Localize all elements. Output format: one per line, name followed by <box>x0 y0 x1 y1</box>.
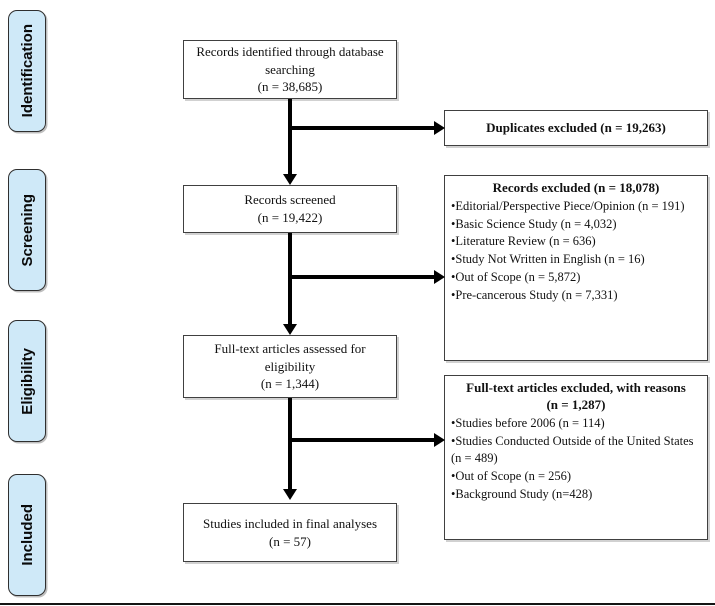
arrow-fulltext-to-included-line <box>288 398 292 489</box>
arrow-screened-to-fulltext-head <box>283 324 297 335</box>
duplicates-excluded-title: Duplicates excluded (n = 19,263) <box>486 119 666 135</box>
arrow-to-records-excluded-line <box>290 275 435 279</box>
records-excluded-item: •Study Not Written in English (n = 16) <box>451 252 645 267</box>
arrow-to-records-excluded-head <box>434 270 445 284</box>
records-excluded-item: •Literature Review (n = 636) <box>451 234 596 249</box>
fulltext-excluded-item: •Background Study (n=428) <box>451 486 593 501</box>
box-duplicates-excluded: Duplicates excluded (n = 19,263) <box>444 110 708 146</box>
box-fulltext-excluded: Full-text articles excluded, with reason… <box>444 375 708 540</box>
box-records-screened: Records screened (n = 19,422) <box>183 185 397 233</box>
records-excluded-item: •Basic Science Study (n = 4,032) <box>451 216 617 231</box>
fulltext-excluded-title: Full-text articles excluded, with reason… <box>466 380 686 412</box>
arrow-fulltext-to-included-head <box>283 489 297 500</box>
arrow-to-duplicates-head <box>434 121 445 135</box>
box-records-excluded: Records excluded (n = 18,078) •Editorial… <box>444 175 708 361</box>
records-excluded-item: •Editorial/Perspective Piece/Opinion (n … <box>451 198 685 213</box>
fulltext-excluded-item: •Studies before 2006 (n = 114) <box>451 415 605 430</box>
stage-identification: Identification <box>8 10 46 132</box>
arrow-to-duplicates-line <box>290 126 435 130</box>
records-excluded-item: •Pre-cancerous Study (n = 7,331) <box>451 287 618 302</box>
fulltext-excluded-list: •Studies before 2006 (n = 114) •Studies … <box>445 415 707 508</box>
stage-included: Included <box>8 474 46 596</box>
arrow-identified-to-screened-head <box>283 174 297 185</box>
stage-eligibility-label: Eligibility <box>18 347 36 415</box>
fulltext-excluded-item: •Out of Scope (n = 256) <box>451 469 572 484</box>
stage-screening-label: Screening <box>18 193 36 267</box>
arrow-identified-to-screened-line <box>288 99 292 174</box>
stage-identification-label: Identification <box>18 24 36 118</box>
figure-bottom-border <box>0 603 715 605</box>
arrow-to-fulltext-excluded-head <box>434 433 445 447</box>
records-excluded-title: Records excluded (n = 18,078) <box>492 180 660 195</box>
box-records-identified: Records identified through database sear… <box>183 40 397 99</box>
fulltext-excluded-item: •Studies Conducted Outside of the United… <box>451 433 694 466</box>
box-studies-included: Studies included in final analyses (n = … <box>183 503 397 562</box>
records-excluded-list: •Editorial/Perspective Piece/Opinion (n … <box>445 198 707 309</box>
stage-included-label: Included <box>18 504 36 566</box>
stage-screening: Screening <box>8 169 46 291</box>
box-fulltext-assessed: Full-text articles assessed for eligibil… <box>183 335 397 398</box>
arrow-to-fulltext-excluded-line <box>290 438 435 442</box>
stage-eligibility: Eligibility <box>8 320 46 442</box>
records-excluded-item: •Out of Scope (n = 5,872) <box>451 269 581 284</box>
